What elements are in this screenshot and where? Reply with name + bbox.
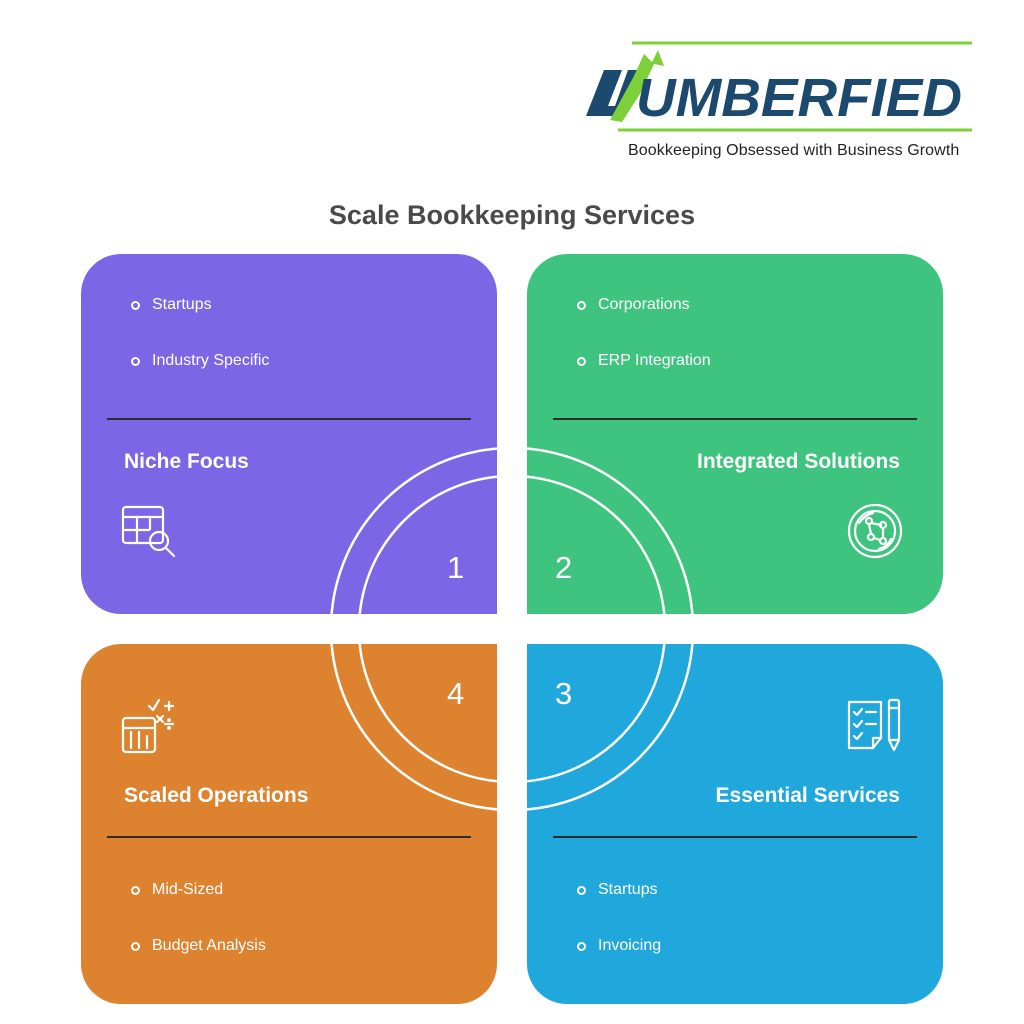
list-item: Startups (577, 880, 661, 936)
checklist-pen-icon (847, 698, 901, 752)
quadrant-heading: Integrated Solutions (696, 450, 900, 473)
quadrant-number: 2 (555, 550, 573, 585)
page-title: Scale Bookkeeping Services (328, 200, 696, 230)
list-item-label: Corporations (598, 296, 690, 313)
bullet-dot (131, 357, 140, 366)
bullet-dot (131, 942, 140, 951)
list-item: Mid-Sized (131, 880, 266, 936)
divider (553, 418, 917, 420)
quadrant-heading: Niche Focus (124, 450, 249, 473)
quadrant-integrated-solutions: Corporations ERP Integration Integrated … (527, 254, 943, 614)
list-item-label: Invoicing (598, 937, 662, 954)
quadrant-3-list: Startups Invoicing (577, 880, 661, 992)
divider (107, 836, 471, 838)
brand-tagline: Bookkeeping Obsessed with Business Growt… (628, 142, 960, 159)
calculator-chart-icon (121, 698, 175, 754)
list-item-label: Startups (152, 296, 212, 313)
quadrant-heading: Scaled Operations (124, 784, 309, 807)
network-circle-icon (847, 503, 903, 559)
list-item-label: Industry Specific (152, 352, 270, 369)
quadrant-2-list: Corporations ERP Integration (577, 295, 711, 407)
divider (553, 836, 917, 838)
table-search-icon (121, 505, 176, 558)
quadrant-number: 3 (555, 676, 573, 711)
list-item: Invoicing (577, 936, 661, 992)
list-item: Corporations (577, 295, 711, 351)
list-item: ERP Integration (577, 351, 711, 407)
quadrant-essential-services: Essential Services Startups Invoicing 3 (527, 644, 943, 1004)
list-item-label: Startups (598, 881, 658, 898)
quadrant-scaled-operations: Scaled Operations Mid-Sized Budget Analy… (81, 644, 497, 1004)
quadrant-number: 1 (447, 550, 465, 585)
list-item-label: Budget Analysis (152, 937, 266, 954)
bullet-dot (577, 942, 586, 951)
quadrant-number: 4 (447, 676, 465, 711)
list-item: Startups (131, 295, 269, 351)
bullet-dot (577, 357, 586, 366)
bullet-dot (577, 301, 586, 310)
quadrant-heading: Essential Services (715, 784, 900, 807)
list-item-label: Mid-Sized (152, 881, 224, 898)
quadrant-1-list: Startups Industry Specific (131, 295, 269, 407)
list-item: Industry Specific (131, 351, 269, 407)
bullet-dot (131, 886, 140, 895)
numberfied-logo-mark: UMBERFIED (586, 41, 972, 132)
bullet-dot (131, 301, 140, 310)
brand-name: UMBERFIED (636, 68, 962, 128)
bullet-dot (577, 886, 586, 895)
list-item: Budget Analysis (131, 936, 266, 992)
quadrant-4-list: Mid-Sized Budget Analysis (131, 880, 266, 992)
list-item-label: ERP Integration (598, 352, 711, 369)
divider (107, 418, 471, 420)
brand-logo: UMBERFIED Bookkeeping Obsessed with Busi… (582, 40, 982, 170)
quadrant-niche-focus: Startups Industry Specific Niche Focus 1 (81, 254, 497, 614)
